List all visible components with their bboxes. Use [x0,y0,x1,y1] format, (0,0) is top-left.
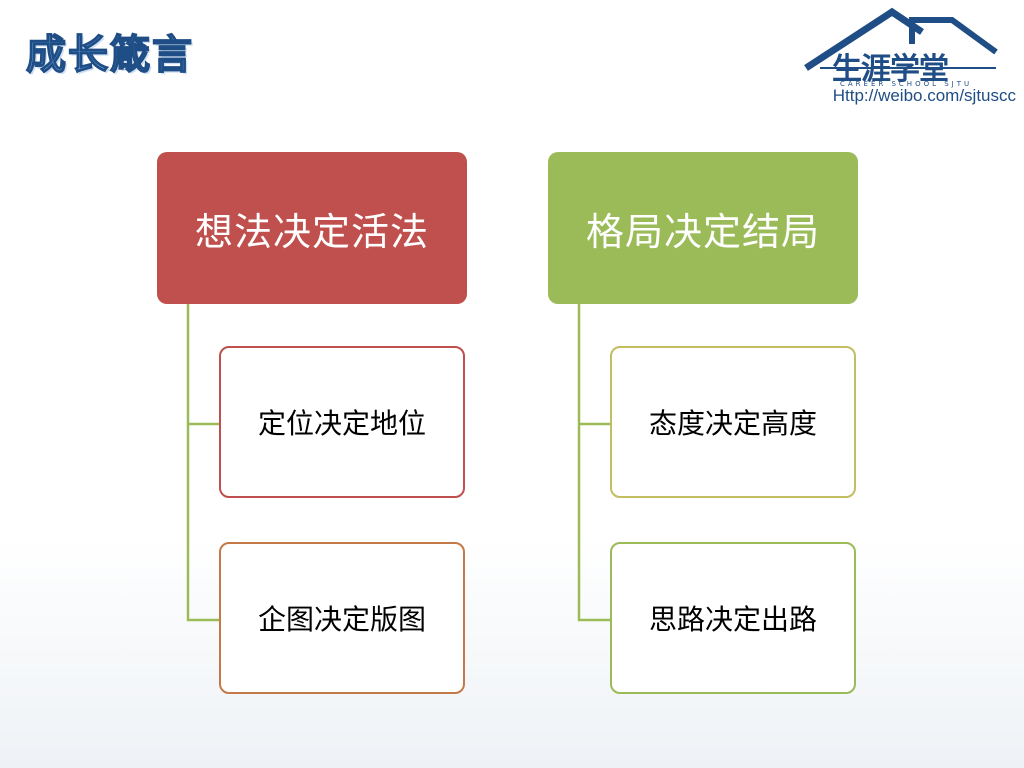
item-box: 思路决定出路 [610,542,856,694]
group-heading-left: 想法决定活法 [157,152,467,304]
connector-left [186,304,219,622]
slide-title: 成长箴言 [25,31,194,79]
connector-right [577,304,610,622]
group-heading-right: 格局决定结局 [548,152,858,304]
logo-house-icon [804,7,998,71]
logo-text: 生涯学堂 [832,52,949,87]
item-box: 态度决定高度 [610,346,856,498]
item-box: 定位决定地位 [219,346,465,498]
item-box: 企图决定版图 [219,542,465,694]
weibo-url[interactable]: Http://weibo.com/sjtuscc [832,86,1016,105]
logo-subtitle: CAREER SCHOOL SJTU [840,80,973,88]
